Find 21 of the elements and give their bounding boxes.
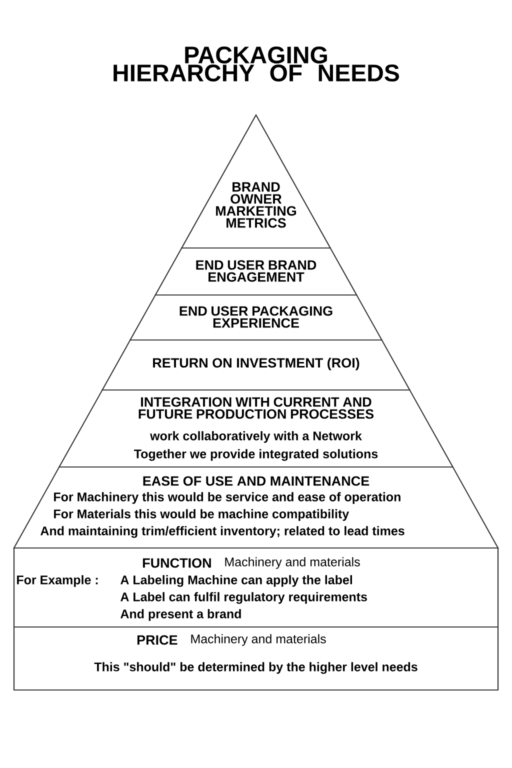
level-heading: END USER PACKAGING EXPERIENCE xyxy=(180,306,332,328)
level-subtitle: Machinery and materials xyxy=(225,557,360,569)
level-heading: END USER BRAND ENGAGEMENT xyxy=(196,260,316,282)
level-heading: INTEGRATION WITH CURRENT AND FUTURE PRODUCTION PROCESSES xyxy=(138,397,374,419)
level-text: A Label can fulfil regulatory requirements xyxy=(120,592,367,604)
level-text: For Machinery this would be service and ease of operation xyxy=(54,492,400,504)
level-text: For Materials this would be machine compatibility xyxy=(54,509,350,521)
level-heading: EASE OF USE AND MAINTENANCE xyxy=(143,476,370,486)
level-heading: PRICE xyxy=(137,635,178,645)
level-heading: BRAND OWNER MARKETING METRICS xyxy=(216,182,296,228)
level-text: For Example : xyxy=(17,575,98,587)
level-subtitle: Machinery and materials xyxy=(191,634,326,646)
level-text: And present a brand xyxy=(120,609,241,621)
level-heading: RETURN ON INVESTMENT (ROI) xyxy=(153,358,360,370)
level-text: work collaboratively with a Network xyxy=(150,431,362,443)
level-text: This "should" be determined by the higher level needs xyxy=(94,662,418,674)
level-text: A Labeling Machine can apply the label xyxy=(120,575,352,587)
level-text: Together we provide integrated solutions xyxy=(134,449,378,461)
level-text: And maintaining trim/efficient inventory; related to lead times xyxy=(40,526,404,538)
title: PACKAGING HIERARCHY OF NEEDS xyxy=(114,46,399,82)
level-heading: FUNCTION xyxy=(142,558,211,568)
